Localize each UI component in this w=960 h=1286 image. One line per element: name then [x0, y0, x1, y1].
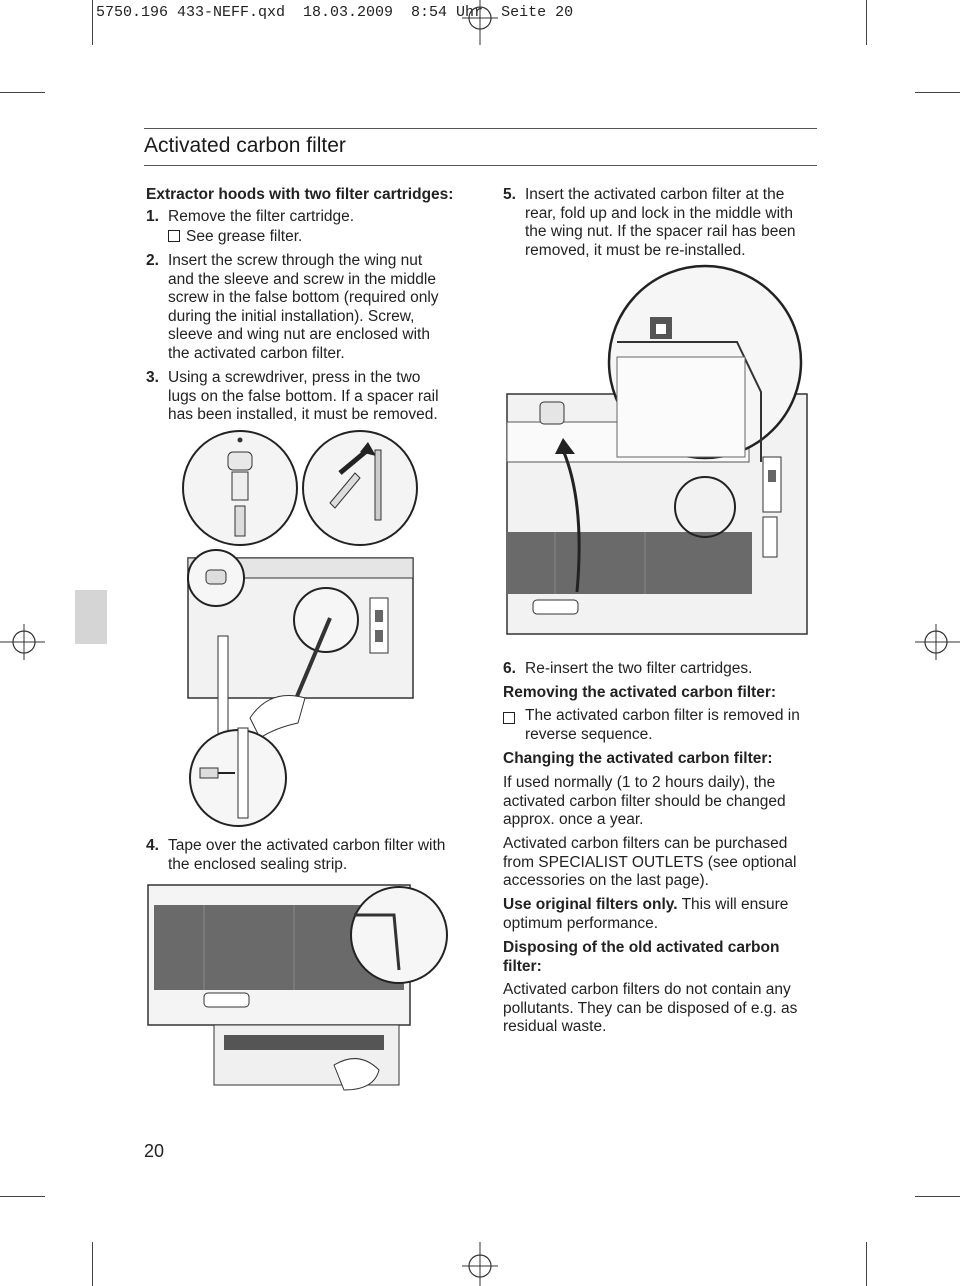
- section-heading: Extractor hoods with two filter cartridg…: [146, 186, 454, 203]
- purchase-line: from SPECIALIST OUTLETS (see optional: [503, 853, 797, 871]
- step-text-line: screw in the false bottom (required only: [168, 289, 439, 306]
- step-text-line: rear, fold up and lock in the middle wit…: [525, 204, 793, 222]
- step-number: 1.: [146, 208, 159, 225]
- step-text: Remove the filter cartridge.: [168, 208, 355, 225]
- step-text-line: lugs on the false bottom. If a spacer ra…: [168, 387, 439, 405]
- step-text-line: Using a screwdriver, press in the two: [168, 369, 421, 386]
- illustration-screwdriver-lugs: [187, 549, 414, 827]
- checkbox-bullet-icon: [168, 230, 180, 242]
- title-rule-top: [144, 128, 817, 129]
- crop-mark: [866, 0, 867, 45]
- disposing-line: Activated carbon filters do not contain …: [503, 981, 791, 998]
- step-text: Re-insert the two filter cartridges.: [525, 660, 753, 677]
- step-number: 6.: [503, 660, 516, 677]
- step-number: 5.: [503, 186, 516, 203]
- changing-line: activated carbon filter should be change…: [503, 792, 786, 810]
- step-number: 3.: [146, 369, 159, 386]
- step-text-line: the wing nut. If the spacer rail has bee…: [525, 223, 796, 240]
- step-text-line: Tape over the activated carbon filter wi…: [168, 837, 446, 854]
- step-5: 5. Insert the activated carbon filter at…: [503, 186, 823, 262]
- step-1: 1. Remove the filter cartridge. See grea…: [146, 208, 466, 248]
- changing-line: approx. once a year.: [503, 811, 644, 828]
- step-3: 3. Using a screwdriver, press in the two…: [146, 369, 466, 425]
- original-filters-bold: Use original filters only.: [503, 896, 678, 913]
- step-number: 4.: [146, 837, 159, 854]
- step-number: 2.: [146, 252, 159, 269]
- disposing-line: residual waste.: [503, 1018, 607, 1035]
- step-note: See grease filter.: [168, 228, 302, 247]
- note-line: The activated carbon filter is removed i…: [525, 707, 800, 724]
- changing-line: If used normally (1 to 2 hours daily), t…: [503, 774, 776, 791]
- crop-mark: [866, 1242, 867, 1286]
- purchase-line: accessories on the last page).: [503, 872, 709, 889]
- checkbox-bullet-icon: [503, 710, 521, 729]
- step-text-line: the enclosed sealing strip.: [168, 855, 348, 873]
- changing-heading: Changing the activated carbon filter:: [503, 750, 773, 767]
- page-title: Activated carbon filter: [144, 134, 346, 157]
- step-text-line: and the sleeve and screw in the middle: [168, 270, 436, 288]
- step-4: 4. Tape over the activated carbon filter…: [146, 837, 476, 875]
- registration-mark-bottom: [462, 1242, 498, 1286]
- page-number: 20: [144, 1141, 165, 1161]
- original-filters-line2: optimum performance.: [503, 914, 659, 932]
- disposing-heading: Disposing of the old activated carbon: [503, 939, 780, 956]
- step-2: 2. Insert the screw through the wing nut…: [146, 252, 466, 364]
- step-text-line: Insert the screw through the wing nut: [168, 252, 423, 269]
- step-6: 6. Re-insert the two filter cartridges.: [503, 660, 823, 680]
- original-filters-note: Use original filters only. This will ens…: [503, 896, 788, 915]
- registration-mark-left: [0, 624, 45, 660]
- file-slug: 5750.196 433-NEFF.qxd 18.03.2009 8:54 Uh…: [96, 4, 574, 21]
- crop-mark: [92, 1242, 93, 1286]
- crop-mark: [0, 92, 45, 93]
- step-text-line: the activated carbon filter.: [168, 344, 345, 362]
- crop-mark: [0, 1196, 45, 1197]
- disposing-line: pollutants. They can be disposed of e.g.…: [503, 999, 798, 1017]
- step-text-line: during the initial installation). Screw,: [168, 307, 415, 325]
- step-text-line: removed, it must be re-installed.: [525, 241, 746, 259]
- illustration-wing-nut-screw: [182, 430, 418, 546]
- crop-mark: [915, 92, 960, 93]
- crop-mark: [92, 0, 93, 45]
- title-rule-bottom: [144, 165, 817, 166]
- section-tab-marker: [75, 590, 107, 644]
- original-filters-rest: This will ensure: [677, 896, 789, 913]
- removing-note: The activated carbon filter is removed i…: [503, 707, 823, 745]
- step-text-line: Insert the activated carbon filter at th…: [525, 186, 785, 203]
- registration-mark-right: [915, 624, 960, 660]
- registration-mark-top: [462, 0, 498, 45]
- note-line: reverse sequence.: [525, 725, 653, 743]
- step-text-line: sleeve and wing nut are enclosed with: [168, 326, 430, 343]
- removing-heading: Removing the activated carbon filter:: [503, 684, 777, 701]
- step-text-line: has been installed, it must be removed.: [168, 406, 438, 423]
- illustration-sealing-strip: [147, 884, 448, 1091]
- illustration-fold-lock-filter: [506, 264, 808, 635]
- crop-mark: [915, 1196, 960, 1197]
- disposing-heading-line2: filter:: [503, 957, 542, 975]
- purchase-line: Activated carbon filters can be purchase…: [503, 835, 788, 852]
